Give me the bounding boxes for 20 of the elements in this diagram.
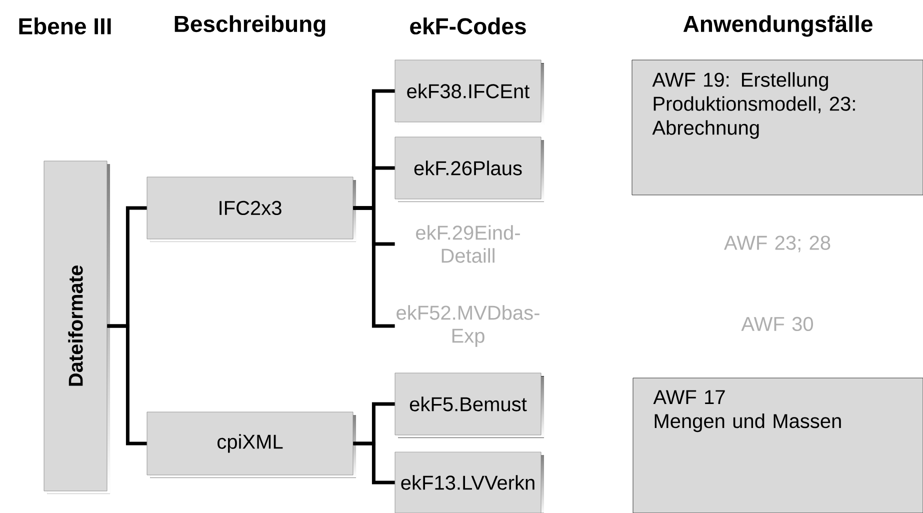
column-heading: ekF-Codes [410, 18, 526, 34]
code-box: ekF.26Plaus [394, 136, 544, 202]
connector [353, 442, 395, 484]
code-box: IFC2x3 [146, 176, 356, 242]
code-text: ekF.29Eind- Detaill [416, 225, 520, 263]
code-box: ekF13.LVVerkn [394, 452, 544, 513]
use-case-box: AWF 19: Erstellung Produktionsmodell, 23: Abrechnung [632, 60, 923, 196]
column-heading: Beschreibung [174, 15, 326, 37]
use-case-box: AWF 17 Mengen und Massen [632, 378, 923, 513]
code-box: cpiXML [146, 412, 356, 478]
connector [353, 206, 395, 328]
use-case-text: AWF 30 [741, 316, 814, 332]
use-case-text: AWF 23; 28 [724, 236, 830, 252]
category-box: Dateiformate [44, 160, 110, 494]
connector [107, 324, 147, 446]
code-box: ekF5.Bemust [394, 372, 544, 438]
code-text: ekF52.MVDbas- Exp [396, 305, 540, 347]
column-heading: Anwendungsfälle [683, 15, 872, 37]
code-box: ekF38.IFCEnt [394, 60, 544, 125]
column-heading: Ebene III [19, 18, 111, 34]
